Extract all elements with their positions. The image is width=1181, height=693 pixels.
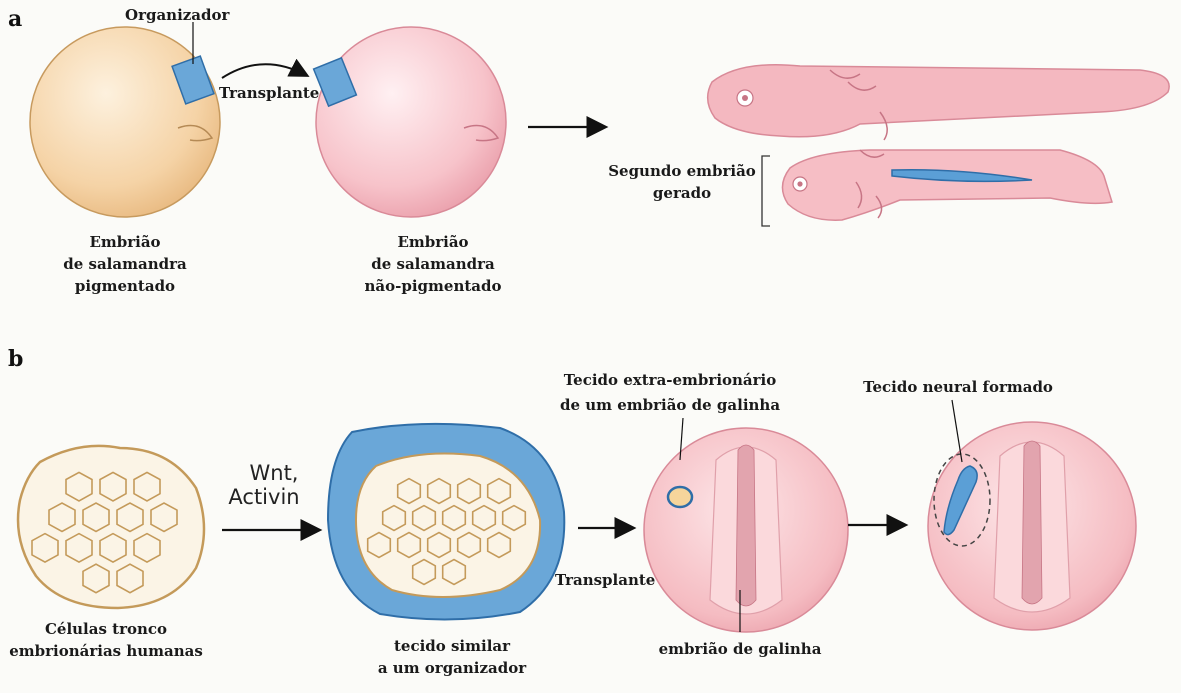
inner-cell — [456, 477, 482, 505]
svg-text:de um embrião de galinha: de um embrião de galinha — [560, 396, 780, 414]
extraembryonic-pointer — [679, 417, 684, 461]
svg-text:Células tronco: Células tronco — [45, 620, 167, 638]
inner-cell — [396, 477, 422, 505]
svg-text:Tecido extra-embrionário: Tecido extra-embrionário — [564, 371, 777, 389]
stem-cell — [150, 502, 178, 533]
stem-cell — [116, 563, 144, 594]
transplanted-organizer-icon — [312, 56, 358, 108]
chick-embryo-caption: embrião de galinha — [659, 640, 822, 658]
stem-cell — [48, 502, 76, 533]
panel-b-letter: b — [8, 346, 23, 372]
inner-cell — [471, 504, 497, 532]
stem-cell — [116, 502, 144, 533]
stem-cell — [99, 471, 127, 502]
organizer-like-caption: tecido similar a um organizador — [378, 637, 527, 677]
svg-text:de salamandra: de salamandra — [63, 255, 187, 273]
twin-bracket — [761, 155, 770, 227]
human-stem-cell-cluster — [16, 444, 206, 610]
inner-cell — [426, 531, 452, 559]
svg-text:a um organizador: a um organizador — [378, 659, 527, 677]
svg-text:Embrião: Embrião — [397, 233, 468, 251]
inner-cell — [411, 504, 437, 532]
extraembryonic-caption: Tecido extra-embrionário de um embrião d… — [560, 371, 780, 414]
svg-text:não-pigmentado: não-pigmentado — [365, 277, 502, 295]
pigmented-embryo-caption: Embrião de salamandra pigmentado — [63, 233, 187, 295]
inner-cell — [486, 477, 512, 505]
inner-cell — [396, 531, 422, 559]
twin-salamander-larvae — [706, 63, 1170, 221]
svg-text:Embrião: Embrião — [89, 233, 160, 251]
organizer-label: Organizador — [125, 6, 231, 24]
stem-cell — [133, 532, 161, 564]
neural-tissue-caption: Tecido neural formado — [863, 378, 1053, 396]
svg-text:Segundo embrião: Segundo embrião — [608, 162, 756, 180]
svg-text:gerado: gerado — [653, 184, 711, 202]
stem-cell — [133, 471, 161, 502]
svg-text:pigmentado: pigmentado — [75, 277, 175, 295]
organizer-like-tissue — [326, 422, 566, 621]
inner-cell — [411, 558, 437, 586]
nonpigmented-salamander-embryo — [312, 26, 507, 218]
chick-embryo-with-neural-tissue — [927, 421, 1137, 631]
transplant-label-a: Transplante — [219, 84, 319, 102]
chick-embryo-with-graft — [643, 427, 849, 633]
stem-cells-caption: Células tronco embrionárias humanas — [9, 620, 203, 660]
stem-cell — [65, 471, 93, 502]
nonpigmented-embryo-caption: Embrião de salamandra não-pigmentado — [365, 233, 502, 295]
grafted-tissue-icon — [666, 485, 694, 509]
inner-cell — [501, 504, 527, 532]
second-embryo-caption: Segundo embrião gerado — [608, 162, 756, 202]
neural-tissue-icon — [943, 465, 978, 536]
svg-text:de salamandra: de salamandra — [371, 255, 495, 273]
svg-text:embrionárias humanas: embrionárias humanas — [9, 642, 203, 660]
transplant-arrow-icon — [221, 58, 310, 79]
svg-text:tecido similar: tecido similar — [394, 637, 511, 655]
inner-cell — [441, 504, 467, 532]
neural-tube-blue-icon — [891, 168, 1033, 183]
inner-cell — [486, 531, 512, 559]
transplant-label-b: Transplante — [555, 571, 655, 589]
wnt-label: Wnt, — [250, 461, 299, 485]
stem-cell — [82, 563, 110, 594]
inner-cell — [381, 504, 407, 532]
stem-cell — [99, 532, 127, 564]
stem-cell — [31, 532, 59, 564]
inner-cell — [441, 558, 467, 586]
inner-cell — [366, 531, 392, 559]
panel-a-letter: a — [8, 6, 22, 32]
stem-cell — [65, 532, 93, 564]
inner-cell — [456, 531, 482, 559]
pigmented-salamander-embryo — [29, 26, 221, 218]
activin-label: Activin — [228, 485, 299, 509]
organizer-region-icon — [171, 55, 215, 105]
inner-cell — [426, 477, 452, 505]
stem-cell — [82, 502, 110, 533]
neural-pointer — [951, 399, 963, 463]
